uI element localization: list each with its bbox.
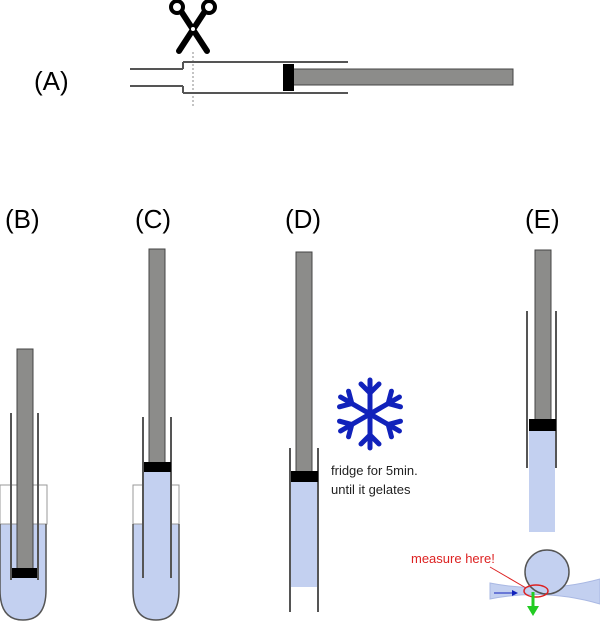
plunger-seal	[144, 462, 171, 472]
plunger-seal	[291, 471, 318, 482]
fridge-note-line2: until it gelates	[331, 482, 411, 497]
panel-label-b: (B)	[5, 204, 40, 234]
panel-e: (E) measure here!	[411, 204, 600, 616]
plunger-seal	[12, 568, 37, 578]
barrel-liquid	[291, 482, 317, 587]
panel-b: (B)	[0, 204, 48, 621]
fridge-note-line1: fridge for 5min.	[331, 463, 418, 478]
panel-a: (A)	[34, 0, 514, 108]
plunger-rod	[295, 251, 313, 473]
flow-arrow-head	[512, 590, 518, 596]
syringe-barrel-horizontal	[130, 61, 348, 94]
panel-label-e: (E)	[525, 204, 560, 234]
plunger-rod	[534, 249, 552, 421]
sample-tube-outline	[0, 524, 47, 621]
plunger-seal	[529, 419, 556, 431]
measure-callout: measure here!	[411, 551, 495, 566]
panel-label-a: (A)	[34, 66, 69, 96]
sample-tube-outline	[132, 524, 180, 621]
measure-point-marker	[523, 584, 549, 598]
panel-c: (C)	[132, 204, 180, 621]
barrel-liquid	[144, 471, 171, 577]
down-arrow-icon	[527, 592, 539, 616]
callout-pointer	[489, 566, 527, 589]
scissors-icon	[169, 0, 217, 54]
panel-label-c: (C)	[135, 204, 171, 234]
plunger-seal	[283, 64, 294, 91]
panel-label-d: (D)	[285, 204, 321, 234]
plunger-rod	[291, 68, 514, 86]
plunger-rod	[16, 348, 34, 570]
snowflake-icon	[337, 377, 403, 451]
gel-column	[529, 430, 555, 532]
probe-sphere	[524, 549, 570, 595]
plunger-rod	[148, 248, 166, 464]
panel-d: (D) fridge fo	[285, 204, 418, 612]
